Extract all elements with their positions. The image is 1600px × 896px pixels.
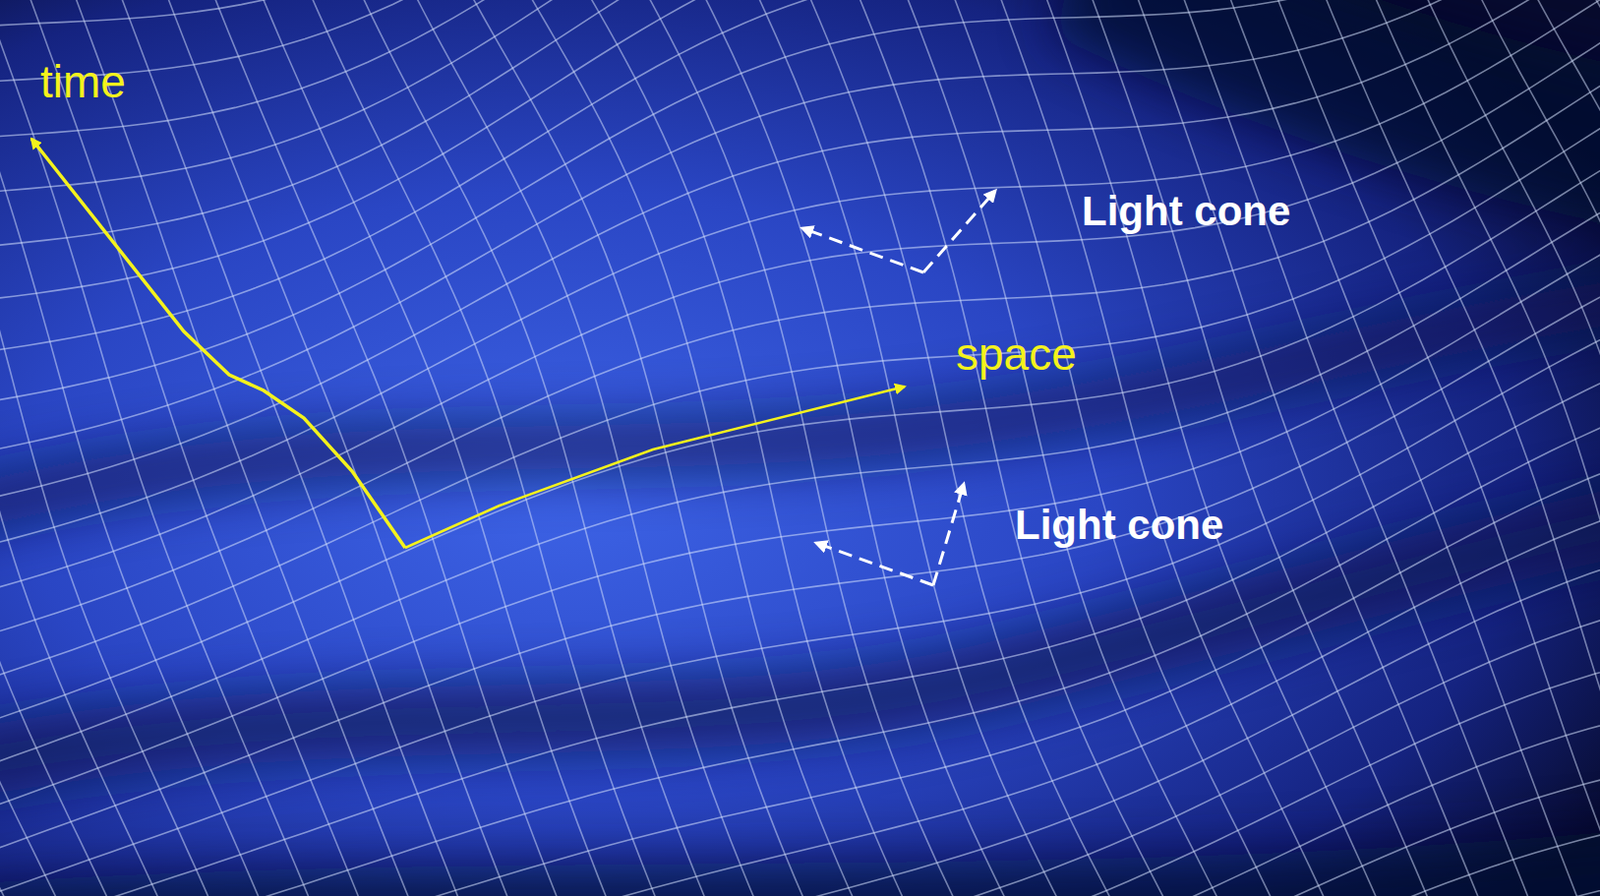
grid-line <box>0 0 1600 177</box>
grid-line <box>98 0 731 896</box>
grid-line <box>0 461 1600 896</box>
grid-line <box>0 0 1600 846</box>
grid-line <box>1398 0 1600 820</box>
light-cone-upper <box>802 190 996 273</box>
light-cone-label: Light cone <box>1014 504 1224 546</box>
grid-line <box>645 0 1269 896</box>
grid-line <box>0 0 1600 747</box>
grid-line <box>0 0 1600 797</box>
grid-line <box>914 0 1534 896</box>
grid-line <box>1223 0 1600 851</box>
grid-line <box>780 0 1401 896</box>
grid-line <box>0 0 1600 138</box>
grid-line <box>0 0 1600 472</box>
grid-line <box>0 0 1600 357</box>
grid-line <box>326 0 958 896</box>
grid-line <box>1310 0 1600 838</box>
grid-line <box>0 0 361 896</box>
grid-line <box>1575 0 1600 754</box>
grid-line <box>1355 0 1600 830</box>
grid-line <box>0 0 547 896</box>
grid-line <box>0 0 1600 97</box>
grid-line <box>0 0 1600 649</box>
grid-line <box>463 0 1093 896</box>
grid-line <box>0 180 1600 896</box>
grid-line <box>0 0 455 896</box>
grid-line <box>553 0 1181 896</box>
grid-line <box>0 222 1600 896</box>
light-cone-lower <box>816 483 964 586</box>
grid-line <box>690 0 1313 896</box>
light-cone-label: Light cone <box>1081 190 1291 233</box>
time-label: time <box>40 59 126 105</box>
grid-line <box>1442 0 1600 808</box>
grid-line <box>189 0 823 896</box>
grid-line <box>0 357 1600 896</box>
grid-line <box>0 0 269 896</box>
grid-line <box>0 0 1600 54</box>
grid-line <box>416 0 1047 896</box>
grid-line <box>0 0 1600 431</box>
grid-line <box>870 0 1489 896</box>
space-label: space <box>955 331 1077 377</box>
grid-line <box>735 0 1358 896</box>
space-axis <box>405 386 905 548</box>
grid-line <box>0 264 1600 896</box>
grid-line <box>825 0 1445 896</box>
grid-line <box>0 71 1600 896</box>
grid-line <box>1090 0 1600 870</box>
grid-line <box>0 0 1600 321</box>
grid-line <box>1179 0 1600 857</box>
grid-line <box>0 0 593 896</box>
grid-line <box>1046 0 1600 877</box>
grid-line <box>0 0 1600 601</box>
grid-line <box>1531 0 1600 774</box>
grid-line <box>0 409 1600 896</box>
grid-line <box>0 143 1600 896</box>
grid-line <box>0 0 178 896</box>
grid-line <box>1486 0 1600 792</box>
grid-line <box>1003 0 1600 887</box>
grid-line <box>0 0 501 896</box>
grid-line <box>0 0 1600 697</box>
grid-line <box>0 0 1600 250</box>
grid-line <box>0 0 131 896</box>
grid-line <box>0 0 1600 286</box>
grid-line <box>53 0 686 896</box>
grid-line <box>281 0 913 896</box>
grid-line <box>599 0 1226 896</box>
grid-line <box>0 0 315 896</box>
time-axis <box>31 138 406 548</box>
grid-line <box>0 4 1600 896</box>
grid-line <box>1266 0 1600 845</box>
grid-line <box>144 0 777 896</box>
grid-line <box>371 0 1003 896</box>
grid-line <box>958 0 1578 896</box>
grid-line <box>1134 0 1600 863</box>
